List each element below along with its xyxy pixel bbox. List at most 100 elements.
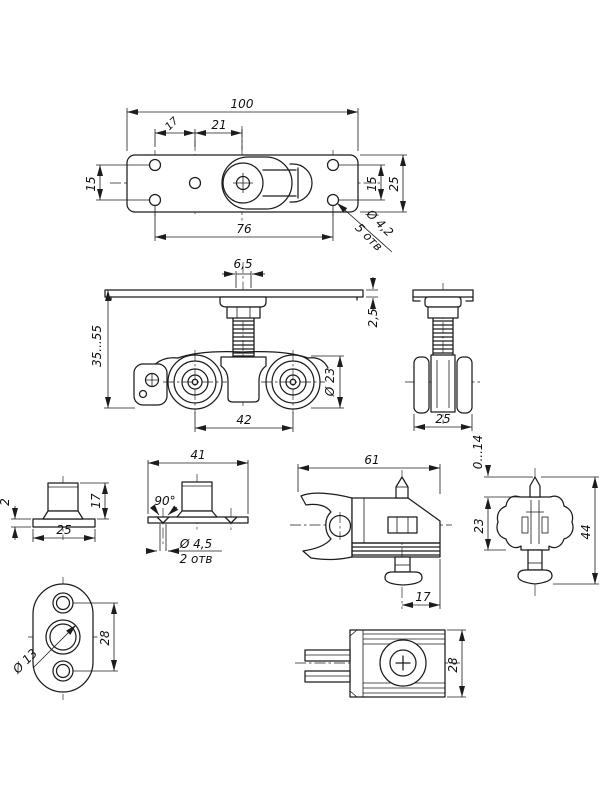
- ext-lines: [11, 518, 31, 528]
- saddle-end: [424, 296, 462, 308]
- roller-slot-lines: [262, 167, 299, 199]
- hex-nut-facets: [236, 307, 251, 318]
- block-tab-top: [304, 649, 351, 662]
- trolley-column: [430, 354, 456, 413]
- block-left-bevels: [349, 629, 364, 698]
- leader-d13: [32, 624, 77, 669]
- dim-row-right: 15: [365, 176, 379, 191]
- trolley-front-view: 6,5 2,5 35...55 Ø 23 42: [90, 257, 380, 432]
- body-inner-lines: [526, 500, 544, 544]
- dim-plate-height: 25: [387, 176, 401, 191]
- guide-knob-front: [181, 481, 213, 512]
- dim-base-width: 25: [56, 523, 71, 537]
- dim-guide-hole-qty: 2 отв: [180, 552, 213, 566]
- dim-plate-thickness: 2,5: [366, 308, 380, 327]
- dim-guide-width: 41: [190, 448, 205, 462]
- ext-lines: [235, 271, 252, 288]
- door-plate-end: [412, 289, 474, 298]
- plate-hole: [148, 158, 162, 172]
- dim-bracket-width: 61: [364, 453, 379, 467]
- bracket-hole-cross: [145, 373, 159, 387]
- hex-nut: [226, 306, 261, 319]
- column-inner-lines: [436, 360, 450, 408]
- plate-hole: [148, 193, 162, 207]
- bracket-front-body: [496, 495, 574, 551]
- knob-flange-front: [176, 510, 218, 518]
- ext-lines: [360, 154, 407, 213]
- block-tab-bottom: [304, 670, 351, 683]
- trolley-yoke: [220, 356, 267, 403]
- dim-wheel-dia: Ø 23: [323, 368, 337, 398]
- trolley-body-arch: [149, 350, 329, 371]
- bracket-rails: [351, 542, 441, 558]
- track-block-view: 28: [295, 629, 466, 698]
- dim-body-height: 23: [472, 518, 486, 533]
- bracket-nut: [387, 516, 418, 534]
- ext-lines: [541, 476, 599, 585]
- tab-inner-lines: [305, 654, 350, 677]
- guide-side-view: 2 17 25: [0, 476, 109, 542]
- plate-end-lips: [110, 296, 358, 301]
- dim-countersink-angle: 90°: [154, 494, 175, 508]
- body-window-left: [521, 516, 529, 534]
- oval-plate-view: Ø 13 28: [9, 577, 118, 700]
- bracket-hole-small: [138, 389, 148, 399]
- ext-lines: [126, 108, 359, 151]
- body-window-right: [541, 516, 549, 534]
- knob-flange: [42, 510, 84, 520]
- bottom-screw-stem: [394, 556, 411, 573]
- dim-adjust-range: 0...14: [471, 435, 485, 469]
- bracket-jaw: [300, 492, 353, 561]
- dim-oval-hole-span: 28: [98, 630, 112, 646]
- dim-hole-offset-mid: 21: [211, 118, 226, 132]
- top-pin-front: [529, 476, 541, 498]
- ext-lines: [366, 289, 378, 298]
- ext-lines: [96, 164, 150, 201]
- plate-end-hooks: [412, 296, 474, 302]
- bracket-side-view: 61 17: [290, 453, 452, 609]
- ext-lines: [338, 164, 385, 201]
- wheel-left: [163, 350, 227, 414]
- dim-screw-offset: 6,5: [233, 257, 252, 271]
- countersink-holes: [156, 516, 238, 524]
- leader-hole-dia: [336, 202, 393, 253]
- bottom-screw-head: [384, 571, 423, 586]
- oval-hole-bottom-inner: [55, 663, 71, 679]
- dim-wheel-span: 42: [236, 413, 251, 427]
- dim-hole-offset-small: 17: [163, 115, 181, 133]
- ext-lines: [297, 464, 441, 494]
- angle-arrow-right: [167, 505, 179, 516]
- dim-base-thickness: 2: [0, 498, 12, 506]
- adjust-screw-thread: [232, 318, 255, 357]
- swivel-saddle: [219, 296, 267, 308]
- guide-front-view: 41 90° Ø 4,5 2 отв: [146, 448, 249, 566]
- plate-hole: [326, 158, 340, 172]
- ext-lines: [154, 129, 243, 150]
- dim-hole-span: 76: [236, 222, 252, 236]
- dim-pin-offset: 17: [415, 590, 431, 604]
- hex-nut-end: [427, 306, 459, 319]
- bottom-screw-head-front: [517, 569, 553, 585]
- trolley-side-view: 25: [405, 283, 481, 431]
- guide-base-front: [147, 516, 249, 524]
- plate-hole: [326, 193, 340, 207]
- ext-lines: [73, 602, 118, 672]
- ext-lines: [147, 460, 249, 514]
- boss-screw-cross: [395, 655, 411, 671]
- roller-silhouette: [289, 163, 313, 203]
- plate-hole-mid: [188, 176, 202, 190]
- dim-block-height: 28: [446, 657, 460, 673]
- bracket-front-view: 0...14 23 44: [471, 435, 599, 596]
- dim-guide-hole-dia: Ø 4,5: [179, 537, 212, 551]
- dim-guide-height: 17: [89, 493, 103, 509]
- bracket-nut-facets: [396, 517, 409, 533]
- wheel-edge-left: [413, 356, 430, 414]
- wheel-right: [261, 350, 325, 414]
- dim-total-height: 44: [579, 524, 593, 539]
- bottom-screw-stem-front: [527, 549, 543, 571]
- oval-center-hole-inner: [49, 623, 77, 651]
- door-plate-edge: [104, 289, 364, 298]
- guide-knob: [47, 482, 79, 512]
